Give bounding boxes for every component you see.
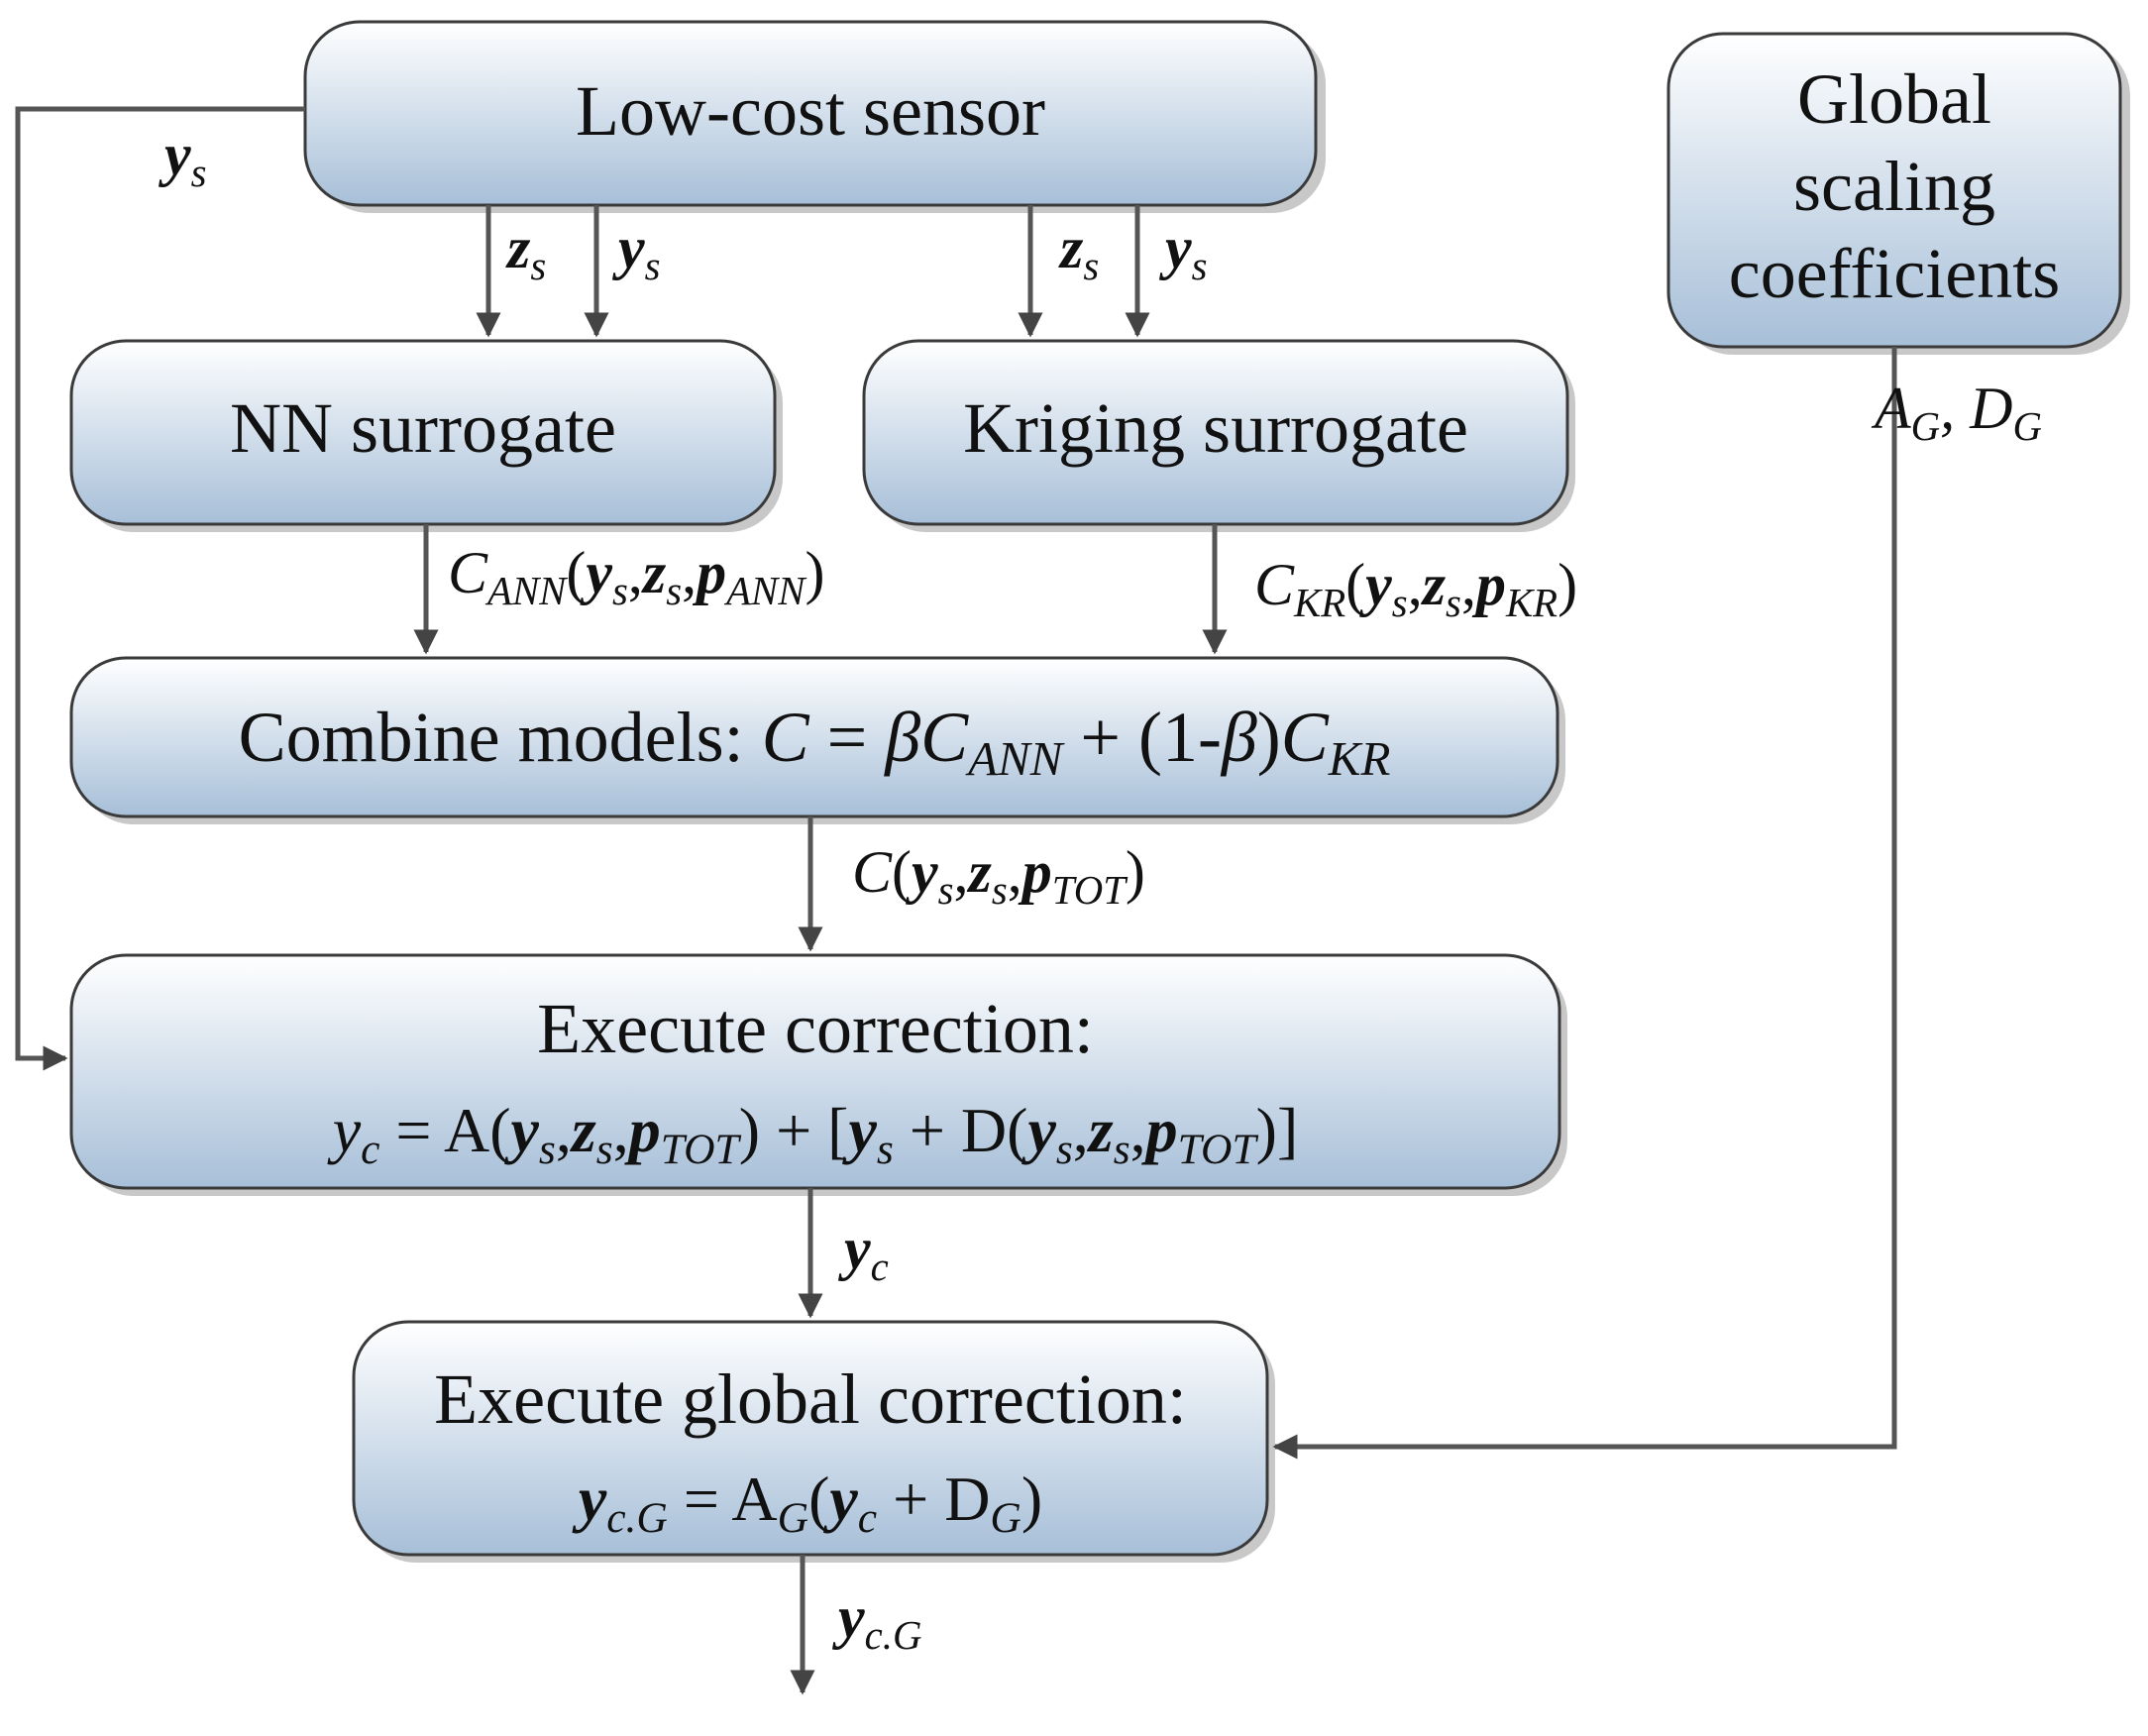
nn-surrogate-title: NN surrogate (230, 388, 616, 468)
zs-kriging-label: zs (1058, 215, 1099, 288)
execute-correction-formula: yc = A(ys,zs,pTOT) + [ys + D(ys,zs,pTOT)… (327, 1095, 1299, 1173)
c-ann-label: CANN(ys,zs,pANN) (448, 540, 824, 613)
global-scaling-line3: coefficients (1729, 234, 2061, 313)
c-kr-label: CKR(ys,zs,pKR) (1254, 552, 1577, 625)
execute-correction-title: Execute correction: (537, 989, 1094, 1068)
global-scaling-line2: scaling (1793, 147, 1995, 226)
sensor-bypass-arrow (15, 106, 305, 1071)
execute-global-correction-title: Execute global correction: (434, 1359, 1187, 1439)
coefficients-to-global-arrow (1272, 347, 1897, 1460)
kriging-surrogate-title: Kriging surrogate (963, 388, 1468, 468)
execute-global-correction-box (352, 1320, 1269, 1557)
nn-surrogate-box (69, 339, 777, 526)
yc-output-label: yc (838, 1216, 889, 1289)
combine-models-box (69, 656, 1559, 818)
low-cost-sensor-title: Low-cost sensor (576, 71, 1045, 151)
ys-bypass-label: ys (159, 122, 207, 195)
ys-nn-label: ys (612, 215, 661, 288)
ys-kriging-label: ys (1159, 215, 1208, 288)
ycg-output-label: yc.G (832, 1584, 921, 1658)
global-scaling-line1: Global (1797, 59, 1991, 139)
zs-nn-label: zs (505, 215, 546, 288)
execute-correction-box (69, 953, 1561, 1190)
low-cost-sensor-box (303, 20, 1318, 207)
combine-models-formula: Combine models: C = βCANN + (1-β)CKR (239, 698, 1391, 786)
c-tot-label: C(ys,zs,pTOT) (852, 839, 1145, 913)
execute-global-correction-formula: yc.G = AG(yc + DG) (572, 1464, 1042, 1542)
connectors (15, 106, 1897, 1695)
ag-dg-label: AG, DG (1871, 376, 2042, 449)
